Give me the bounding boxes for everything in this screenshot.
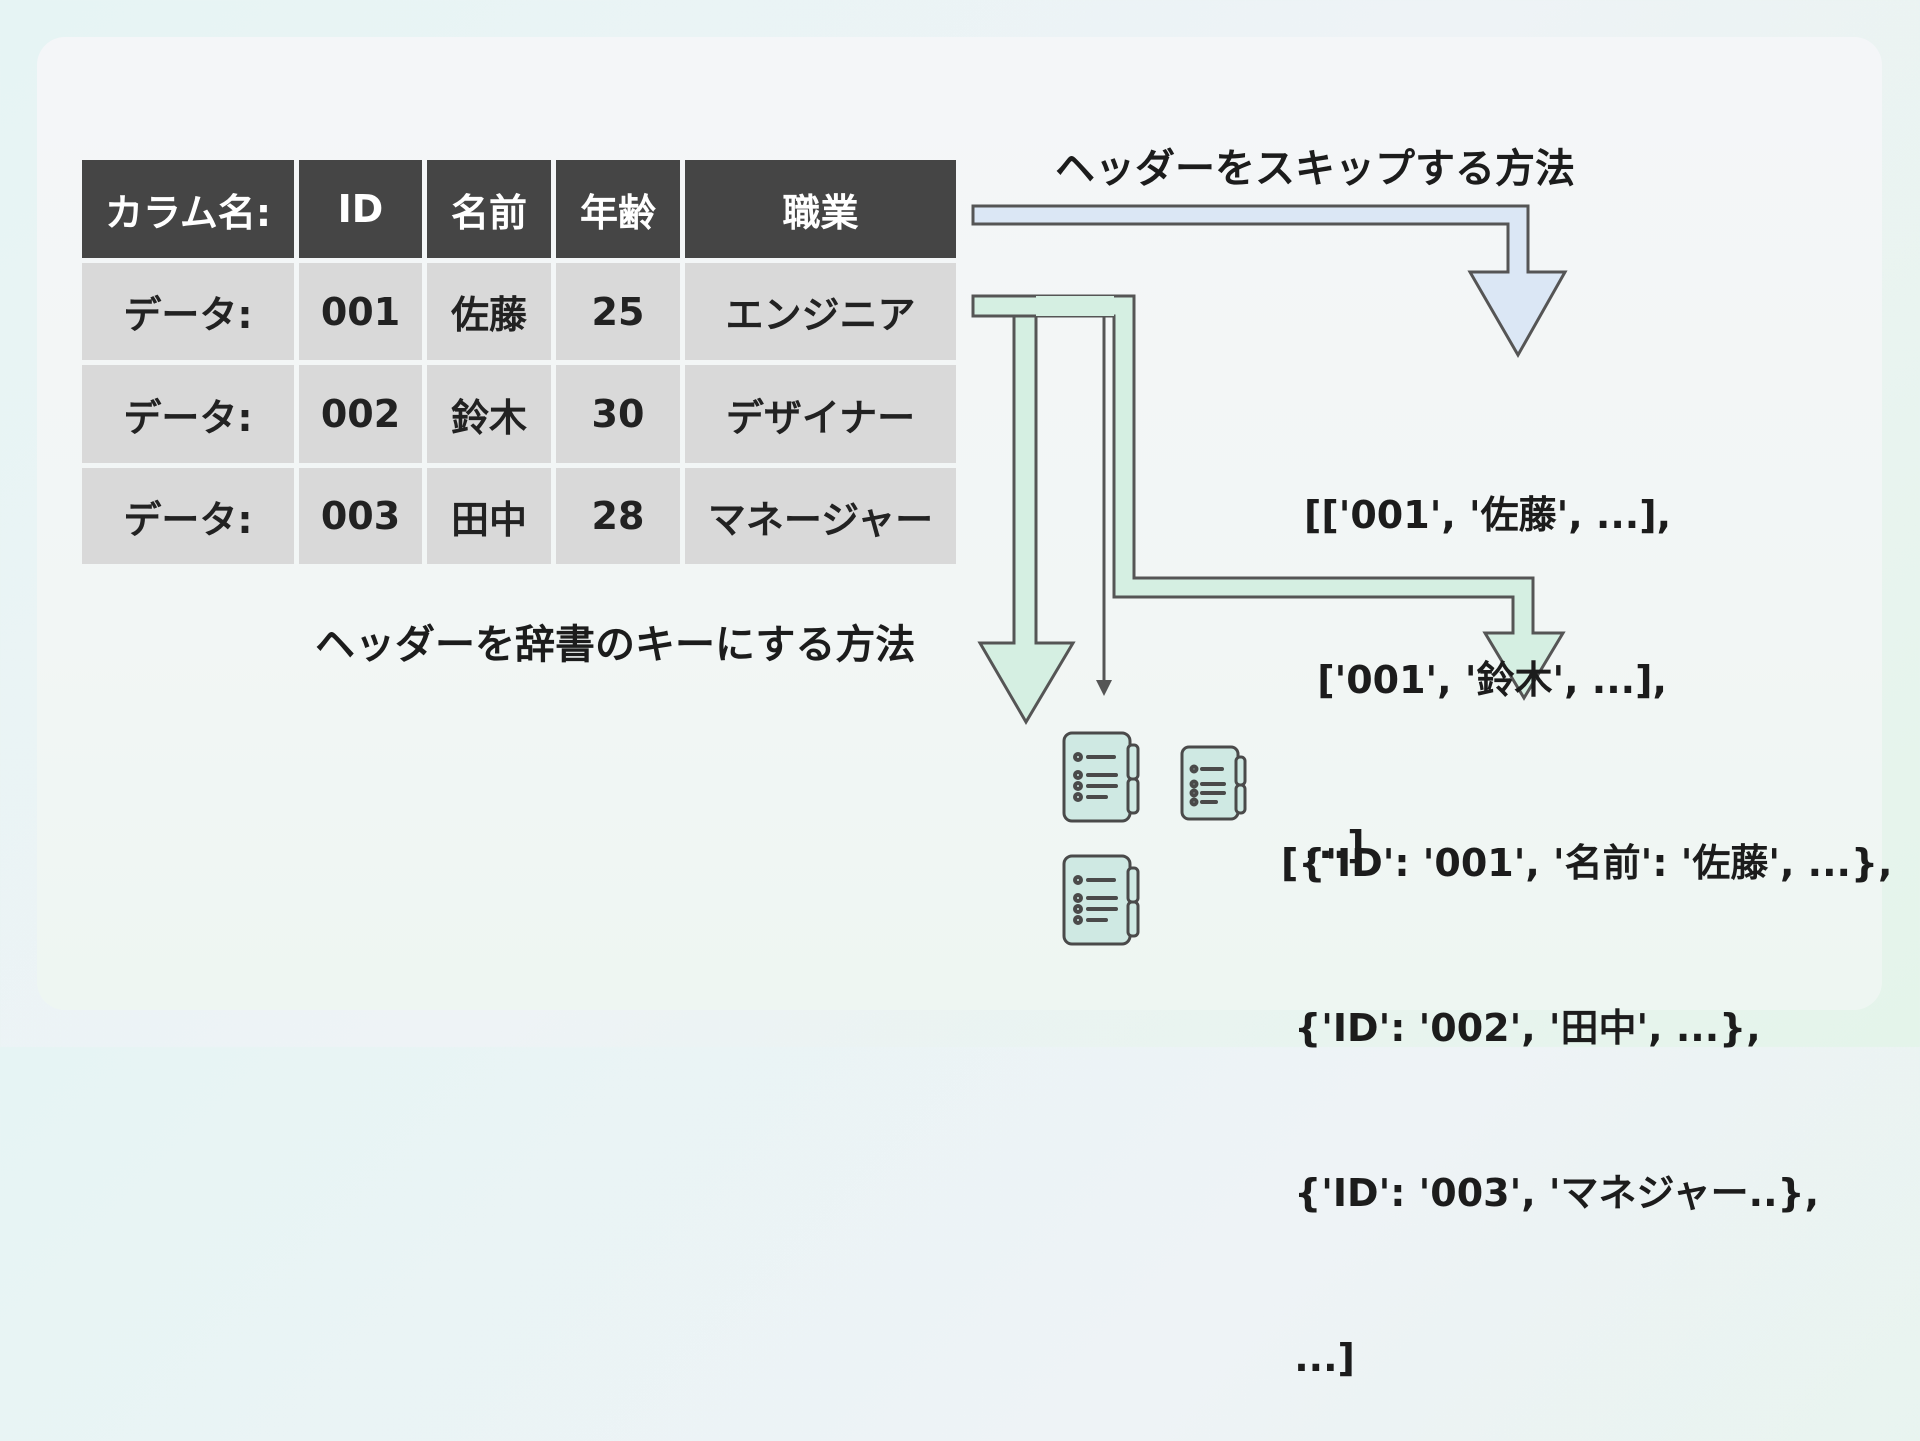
arrows-layer xyxy=(971,204,1568,946)
dict-header-title: ヘッダーを辞書のキーにする方法 xyxy=(315,622,916,668)
thin-arrow-head xyxy=(1096,680,1112,696)
table-cell: デザイナー xyxy=(685,365,956,463)
code-line: {'ID': '003', 'マネジャー..}, xyxy=(1281,1171,1820,1215)
table-cell: エンジニア xyxy=(685,263,956,360)
dict-arrow-down xyxy=(977,314,1076,725)
skip-header-arrow xyxy=(971,204,1568,359)
table-cell: データ: xyxy=(82,263,294,360)
header-cell: 年齢 xyxy=(556,160,680,258)
header-cell: ID xyxy=(299,160,422,258)
table-cell: 30 xyxy=(556,365,680,463)
header-cell: 名前 xyxy=(427,160,551,258)
code-line: [['001', '佐藤', ...], xyxy=(1304,493,1672,537)
table-cell: データ: xyxy=(82,468,294,564)
table-cell: 002 xyxy=(299,365,422,463)
csv-table: カラム名: ID 名前 年齢 職業 データ: 001 佐藤 25 エンジニア デ… xyxy=(82,160,956,564)
header-cell: カラム名: xyxy=(82,160,294,258)
dict-arrow-right xyxy=(971,294,1566,701)
table-cell: 25 xyxy=(556,263,680,360)
header-cell: 職業 xyxy=(685,160,956,258)
dict-arrow-link xyxy=(1036,296,1114,316)
code-line: ['001', '鈴木', ...], xyxy=(1304,658,1667,702)
skip-header-title: ヘッダーをスキップする方法 xyxy=(1055,146,1575,192)
table-cell: 001 xyxy=(299,263,422,360)
table-cell: データ: xyxy=(82,365,294,463)
code-line: [{'ID': '001', '名前': '佐藤', ...}, xyxy=(1281,841,1893,885)
table-cell: 28 xyxy=(556,468,680,564)
code-line: {'ID': '002', '田中', ...}, xyxy=(1281,1006,1761,1050)
code-line: ...] xyxy=(1281,1336,1355,1380)
table-cell: 003 xyxy=(299,468,422,564)
table-cell: 鈴木 xyxy=(427,365,551,463)
code-line: ...] xyxy=(1304,823,1365,867)
dict-header-result: [{'ID': '001', '名前': '佐藤', ...}, {'ID': … xyxy=(1281,726,1892,1441)
table-cell: 佐藤 xyxy=(427,263,551,360)
table-cell: 田中 xyxy=(427,468,551,564)
table-cell: マネージャー xyxy=(685,468,956,564)
skip-header-result: [['001', '佐藤', ...], ['001', '鈴木', ...],… xyxy=(1304,378,1671,928)
